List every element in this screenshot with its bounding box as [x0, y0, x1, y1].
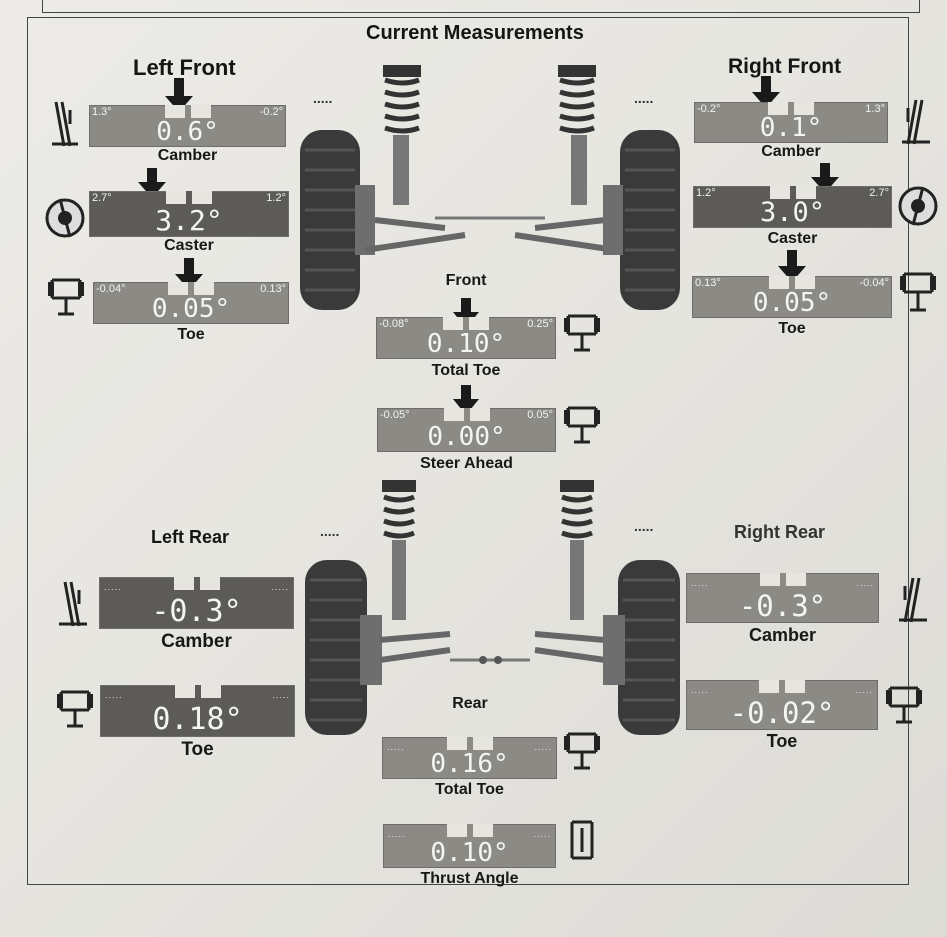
right-front-camber-label: Camber	[761, 143, 821, 160]
gauge-value: 0.05°	[151, 294, 231, 324]
toe-icon	[57, 690, 93, 728]
arrow-down-icon	[453, 385, 479, 415]
gauge-value: 0.10°	[430, 838, 509, 868]
dotted-connector: .....	[313, 90, 333, 106]
right-rear-toe-gauge: .......... -0.02°	[686, 680, 878, 730]
thrust-angle-gauge: .......... 0.10°	[383, 824, 556, 868]
caster-icon	[898, 186, 938, 226]
gauge-value: 0.16°	[430, 749, 509, 779]
gauge-max: 0.13°	[260, 283, 286, 295]
left-rear-camber-label: Camber	[161, 631, 232, 652]
gauge-min: -0.08°	[379, 318, 409, 330]
steer-ahead-label: Steer Ahead	[420, 455, 513, 472]
gauge-max: 0.25°	[527, 318, 553, 330]
front-total-toe-gauge: -0.08° 0.25° 0.10°	[376, 317, 556, 359]
gauge-value: 0.00°	[427, 422, 506, 452]
camber-icon	[52, 101, 78, 147]
right-front-caster-label: Caster	[767, 230, 818, 247]
gauge-min: 0.13°	[695, 277, 721, 289]
gauge-value: 0.1°	[759, 113, 823, 143]
left-front-caster-gauge: 2.7° 1.2° 3.2°	[89, 191, 289, 237]
left-rear-camber-gauge: .......... -0.3°	[99, 577, 294, 629]
gauge-max: 0.05°	[527, 409, 553, 421]
right-front-heading: Right Front	[728, 55, 842, 78]
total-toe-icon	[564, 314, 600, 352]
steer-ahead-icon	[564, 406, 600, 444]
gauge-max: 2.7°	[869, 187, 889, 199]
right-rear-heading: Right Rear	[734, 522, 826, 542]
gauge-value: 0.6°	[156, 117, 219, 147]
front-total-toe-label: Total Toe	[431, 362, 501, 379]
gauge-value: -0.3°	[151, 594, 242, 629]
gauge-value: 0.18°	[152, 702, 243, 737]
left-front-camber-label: Camber	[157, 147, 218, 164]
thrust-angle-icon	[570, 820, 594, 860]
camber-icon	[899, 577, 927, 623]
arrow-down-icon	[752, 76, 780, 108]
right-front-camber-gauge: -0.2° 1.3° 0.1°	[694, 102, 888, 143]
gauge-value: 3.0°	[759, 197, 826, 228]
rear-label: Rear	[452, 695, 488, 712]
arrow-down-icon	[453, 298, 479, 328]
front-label: Front	[445, 272, 487, 289]
arrow-down-icon	[778, 250, 806, 282]
gauge-max: -0.2°	[259, 106, 283, 118]
gauge-max: 1.3°	[865, 103, 885, 115]
caster-icon	[45, 198, 85, 238]
gauge-min: -0.2°	[697, 103, 721, 115]
gauge-min: 1.3°	[92, 106, 112, 118]
gauge-value: 3.2°	[155, 204, 223, 237]
right-front-toe-label: Toe	[778, 320, 806, 337]
arrow-down-icon	[811, 163, 839, 193]
left-rear-toe-label: Toe	[181, 739, 214, 760]
rear-total-toe-gauge: .......... 0.16°	[382, 737, 557, 779]
left-front-caster-label: Caster	[164, 237, 214, 254]
thrust-angle-label: Thrust Angle	[420, 870, 519, 887]
rear-total-toe-label: Total Toe	[435, 781, 504, 798]
dotted-connector: .....	[320, 523, 340, 539]
gauge-value: 0.10°	[426, 329, 506, 359]
right-rear-camber-gauge: .......... -0.3°	[686, 573, 879, 623]
toe-icon	[48, 278, 84, 316]
rear-suspension-illustration	[305, 480, 680, 735]
right-front-toe-gauge: 0.13° -0.04° 0.05°	[692, 276, 892, 318]
arrow-down-icon	[165, 78, 193, 112]
right-rear-toe-label: Toe	[766, 731, 798, 751]
gauge-value: -0.02°	[729, 696, 835, 730]
gauge-min: 2.7°	[92, 192, 112, 204]
right-front-caster-gauge: 1.2° 2.7° 3.0°	[693, 186, 892, 228]
left-front-toe-label: Toe	[177, 326, 205, 343]
dotted-connector: .....	[634, 518, 654, 534]
front-suspension-illustration	[300, 65, 680, 310]
left-front-toe-gauge: -0.04° 0.13° 0.05°	[93, 282, 289, 324]
left-front-camber-gauge: 1.3° -0.2° 0.6°	[89, 105, 286, 147]
gauge-max: -0.04°	[859, 277, 889, 289]
gauge-max: 1.2°	[266, 192, 286, 204]
dotted-connector: .....	[634, 90, 654, 106]
camber-icon	[59, 581, 87, 627]
toe-icon	[886, 686, 922, 724]
previous-section-frame	[42, 0, 920, 13]
page-title: Current Measurements	[366, 22, 584, 44]
left-front-heading: Left Front	[133, 55, 236, 80]
gauge-value: 0.05°	[752, 288, 832, 318]
toe-icon	[900, 272, 936, 312]
total-toe-icon	[564, 732, 600, 770]
left-rear-toe-gauge: .......... 0.18°	[100, 685, 295, 737]
gauge-value: -0.3°	[738, 589, 827, 623]
camber-icon	[902, 99, 930, 145]
right-rear-camber-label: Camber	[748, 625, 817, 645]
gauge-min: 1.2°	[696, 187, 716, 199]
gauge-min: -0.05°	[380, 409, 410, 421]
left-rear-heading: Left Rear	[151, 527, 230, 547]
measurements-frame	[27, 17, 909, 885]
arrow-down-icon	[138, 168, 166, 198]
gauge-min: -0.04°	[96, 283, 126, 295]
steer-ahead-gauge: -0.05° 0.05° 0.00°	[377, 408, 556, 452]
